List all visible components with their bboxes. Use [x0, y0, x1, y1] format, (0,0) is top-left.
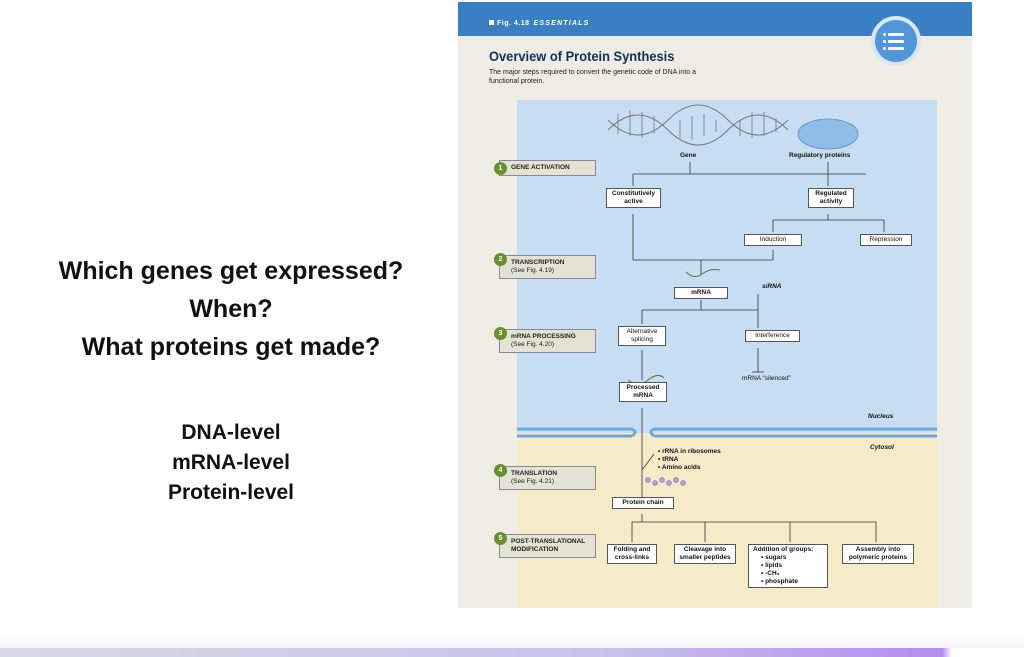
step-mrna-processing: mRNA PROCESSING (See Fig. 4.20): [499, 329, 596, 353]
alternative-splicing-box: Alternative splicing: [618, 326, 666, 346]
mrna-strand-icon: [685, 269, 721, 278]
level-protein: Protein-level: [167, 481, 295, 504]
regulated-activity-box: Regulated activity: [808, 188, 854, 208]
step-title: mRNA PROCESSING: [511, 333, 576, 340]
constitutively-active-box: Constitutively active: [606, 188, 661, 208]
component-amino-acids: • Amino acids: [658, 464, 701, 471]
regulatory-protein-icon: [797, 118, 859, 150]
interference-box: Interference: [745, 330, 800, 342]
component-rrna: • rRNA in ribosomes: [658, 448, 721, 455]
cytosol-label: Cytosol: [870, 444, 894, 451]
step-number-4: 4: [494, 464, 507, 477]
figure-tag: ESSENTIALS: [533, 20, 590, 27]
step-reference: (See Fig. 4.20): [511, 341, 554, 348]
peptide-chain-icon: [645, 477, 686, 486]
induction-box: Induction: [744, 234, 802, 246]
figure-subtitle: The major steps required to convert the …: [489, 69, 697, 85]
repression-box: Repression: [860, 234, 912, 246]
question-block: Which genes get expressed? When? What pr…: [0, 252, 462, 366]
list-dot: [883, 33, 886, 36]
cleavage-box: Cleavage into smaller peptides: [674, 544, 736, 564]
nucleus-label: Nucleus: [868, 413, 894, 420]
step-title: TRANSLATION: [511, 470, 558, 477]
addition-title: Addition of groups:: [753, 546, 814, 553]
step-reference: (See Fig. 4.19): [511, 267, 554, 274]
flow-lines: [517, 104, 937, 542]
list-dot: [883, 47, 886, 50]
list-bar: [888, 47, 904, 50]
step-number-5: 5: [494, 532, 507, 545]
question-line-2: When?: [189, 295, 273, 323]
dna-helix-icon: [607, 104, 789, 146]
mrna-silenced-label: mRNA “silenced”: [742, 375, 791, 382]
step-transcription: TRANSCRIPTION (See Fig. 4.19): [499, 255, 596, 279]
addition-sugars: • sugars: [761, 554, 787, 561]
processed-mrna-box: Processed mRNA: [619, 382, 667, 402]
addition-of-groups-box: Addition of groups: • sugars • lipids • …: [748, 544, 828, 588]
regulatory-proteins-label: Regulatory proteins: [789, 152, 851, 159]
step-number-3: 3: [494, 327, 507, 340]
translation-components: • rRNA in ribosomes • tRNA • Amino acids: [658, 448, 721, 472]
protein-chain-box: Protein chain: [612, 497, 674, 509]
step-post-translational: POST-TRANSLATIONAL MODIFICATION: [499, 534, 596, 558]
list-bar: [888, 33, 904, 36]
folding-box: Folding and cross-links: [607, 544, 657, 564]
addition-lipids: • lipids: [761, 562, 783, 569]
step-number-1: 1: [494, 162, 507, 175]
cytosol-region: [517, 433, 937, 608]
step-title: POST-TRANSLATIONAL MODIFICATION: [511, 538, 586, 553]
sirna-label: siRNA: [762, 283, 782, 290]
gene-label: Gene: [680, 152, 697, 159]
mrna-box: mRNA: [674, 287, 728, 299]
square-icon: [489, 20, 494, 25]
nuclear-membrane: [517, 427, 937, 438]
step-title: TRANSCRIPTION: [511, 259, 565, 266]
figure-title: Overview of Protein Synthesis: [489, 48, 675, 64]
list-dot: [883, 40, 886, 43]
figure-number: Fig. 4.18: [497, 20, 530, 27]
component-trna: • tRNA: [658, 456, 679, 463]
assembly-box: Assembly into polymeric proteins: [842, 544, 914, 564]
list-icon[interactable]: [871, 16, 921, 66]
bottom-progress-bar: [0, 636, 1024, 657]
levels-block: DNA-level mRNA-level Protein-level: [0, 418, 462, 508]
addition-phosphate: • phosphate: [761, 578, 798, 585]
level-mrna: mRNA-level: [172, 451, 290, 474]
step-title: GENE ACTIVATION: [511, 164, 570, 171]
addition-methyl: • -CH₃: [761, 570, 780, 577]
level-dna: DNA-level: [181, 421, 281, 444]
step-reference: (See Fig. 4.21): [511, 478, 554, 485]
step-translation: TRANSLATION (See Fig. 4.21): [499, 466, 596, 490]
question-line-1: Which genes get expressed?: [58, 257, 404, 285]
list-bar: [888, 40, 904, 43]
question-line-3: What proteins get made?: [81, 333, 381, 361]
step-number-2: 2: [494, 253, 507, 266]
step-gene-activation: GENE ACTIVATION: [499, 160, 596, 176]
